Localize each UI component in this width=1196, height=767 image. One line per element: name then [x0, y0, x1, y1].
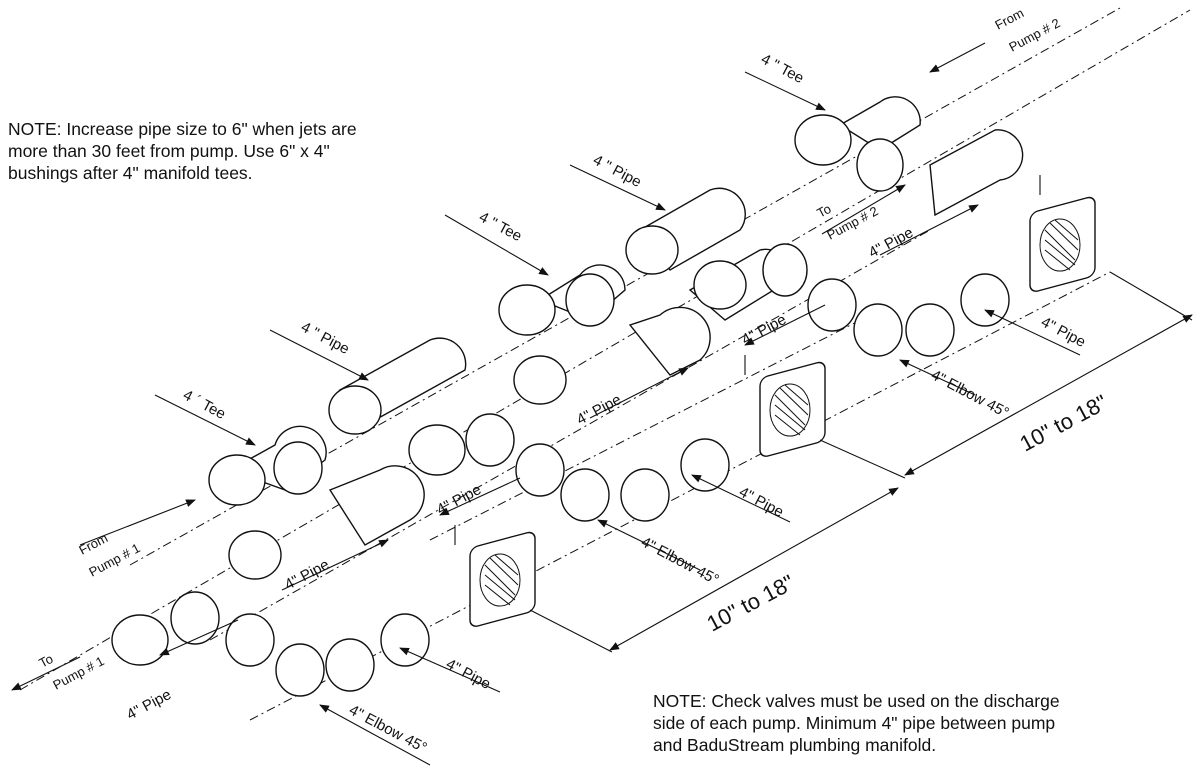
- to-pump-1-label-b: Pump # 1: [50, 653, 106, 692]
- to-pump-2-label-b: Pump # 2: [824, 203, 880, 242]
- from-pump-1-label: From: [76, 530, 110, 557]
- pipe-label-top-2: 4 " Pipe: [298, 319, 352, 358]
- tee-left: [208, 425, 327, 506]
- note-pipe-size: NOTE: Increase pipe size to 6" when jets…: [8, 119, 357, 183]
- mid-pipes: [111, 306, 711, 666]
- pipe-label-low-5: 4" Pipe: [443, 656, 493, 693]
- tee-top-mid: [498, 243, 808, 336]
- tee-label-2: 4 " Tee: [476, 209, 525, 246]
- pipe-label-mid-3: 4" Pipe: [282, 556, 332, 593]
- pipe-label-top-1: 4 " Pipe: [590, 152, 644, 191]
- pipe-label-mid-4: 4" Pipe: [739, 311, 789, 348]
- pipe-top-2: [328, 337, 467, 435]
- from-pump-2-label: From: [992, 5, 1026, 32]
- note-check-valves: NOTE: Check valves must be used on the d…: [653, 691, 1060, 755]
- jet-nozzle-icon: [454, 175, 1096, 627]
- pipe-label-low-4: 4" Pipe: [736, 484, 786, 521]
- dimension-lines: [529, 271, 1193, 653]
- pipe-label-low-2: 4" Pipe: [124, 686, 174, 723]
- dimension-label-1: 10" to 18": [1016, 390, 1112, 457]
- manifold-pipes: [111, 96, 1024, 697]
- elbow-label-3: 4" Elbow 45°: [346, 702, 430, 757]
- pipe-label-low-3: 4" Pipe: [1038, 314, 1088, 351]
- elbow-label-2: 4" Elbow 45°: [638, 534, 722, 589]
- tee-label-3: 4 ´ Tee: [180, 387, 228, 423]
- to-pump-1-label: To: [36, 651, 55, 671]
- tee-top-right: [794, 96, 1024, 217]
- pipe-label-low-1: 4" Pipe: [434, 481, 484, 518]
- elbow-label-1: 4" Elbow 45°: [928, 367, 1012, 422]
- pipe-label-mid-2: 4" Pipe: [574, 391, 624, 428]
- pipe-top-1: [625, 187, 746, 275]
- pipe-label-mid-1: 4" Pipe: [866, 224, 916, 261]
- to-pump-2-label: To: [814, 201, 833, 221]
